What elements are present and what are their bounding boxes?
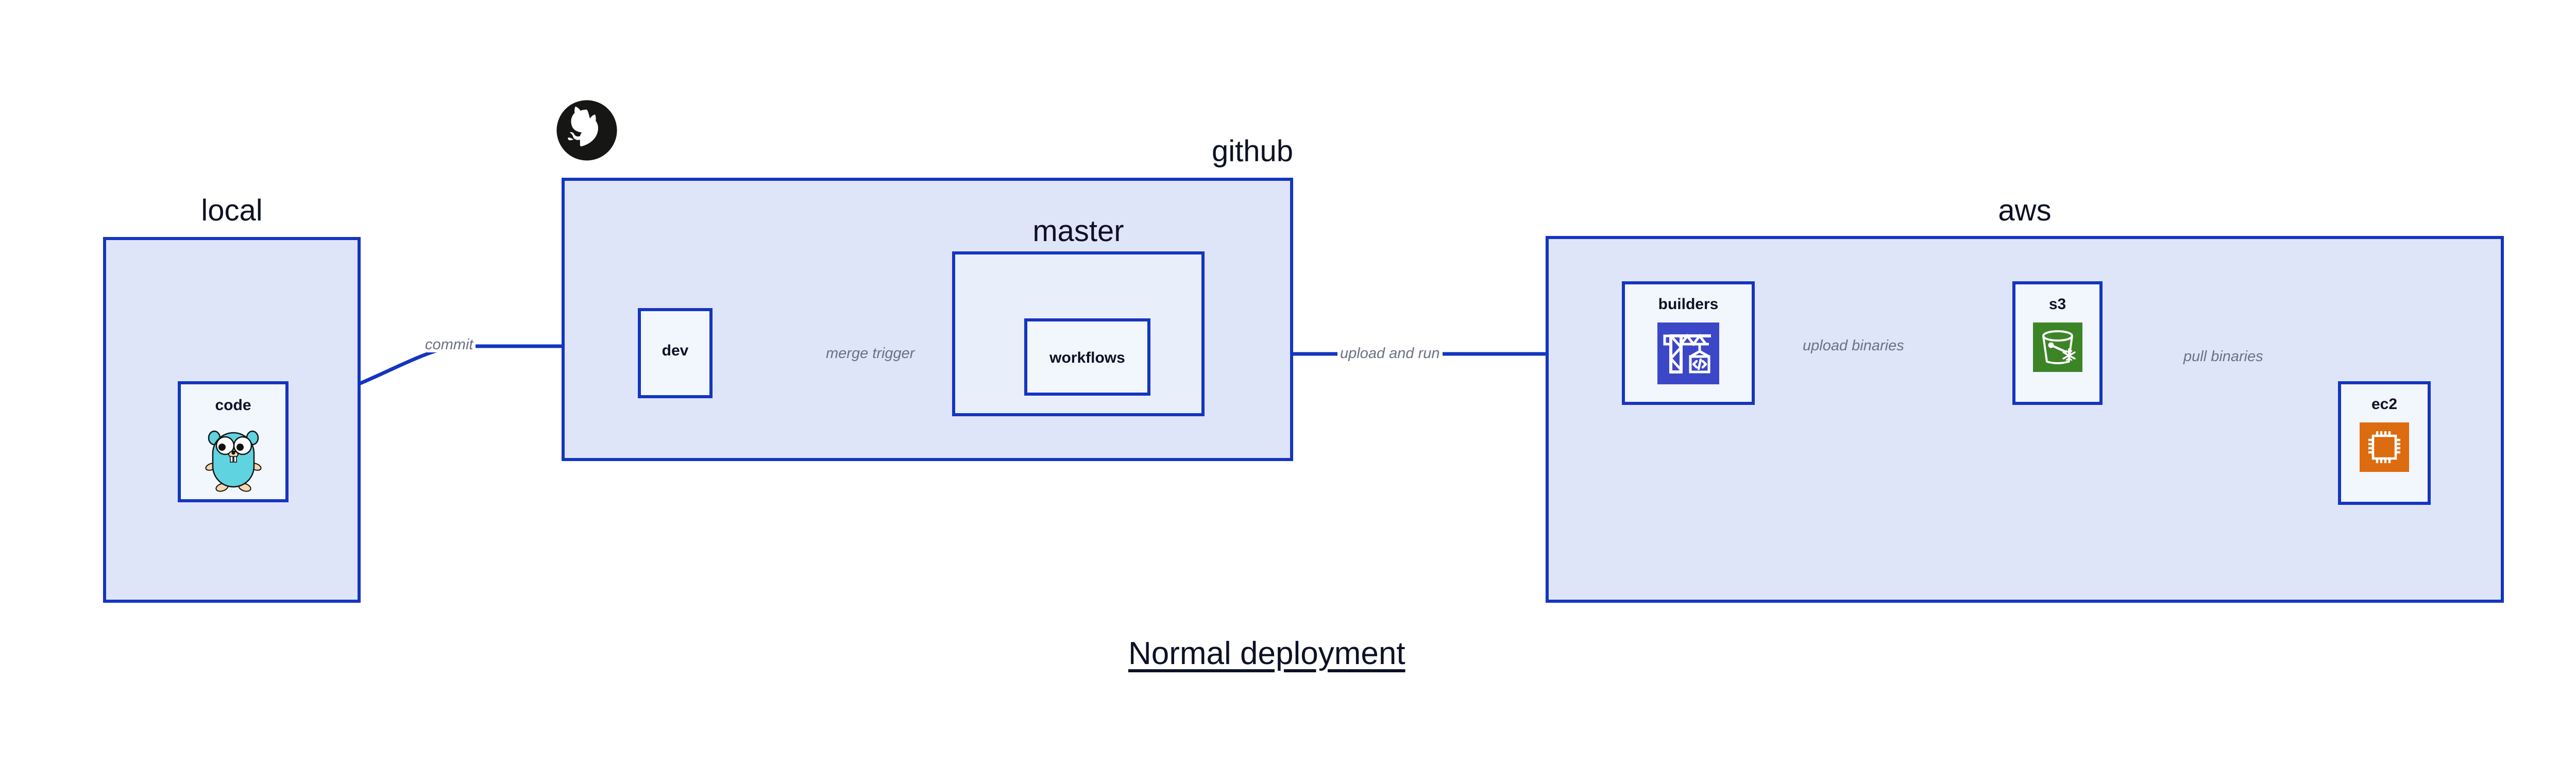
edge-label-pull-binaries: pull binaries	[2181, 349, 2266, 364]
edge-label-commit: commit	[422, 337, 476, 352]
node-label-builders: builders	[1658, 296, 1719, 313]
group-label-aws: aws	[1998, 194, 2052, 227]
node-builders[interactable]: builders	[1622, 281, 1755, 405]
node-label-s3: s3	[2048, 296, 2066, 313]
aws-ec2-chip-icon	[2360, 422, 2409, 472]
node-label-code: code	[215, 397, 251, 414]
diagram-title: Normal deployment	[1128, 636, 1405, 671]
edge-label-upload-and-run: upload and run	[1337, 346, 1443, 361]
node-ec2[interactable]: ec2	[2338, 381, 2431, 505]
node-dev[interactable]: dev	[638, 308, 713, 398]
github-octocat-icon	[555, 99, 618, 162]
aws-codebuild-icon	[1657, 322, 1719, 384]
node-workflows[interactable]: workflows	[1024, 318, 1150, 396]
edge-label-upload-binaries: upload binaries	[1800, 338, 1907, 353]
group-label-github: github	[1211, 134, 1293, 168]
group-label-local: local	[201, 194, 263, 227]
node-code[interactable]: code	[178, 381, 289, 502]
subgroup-label-master: master	[1032, 214, 1124, 248]
go-gopher-icon	[205, 425, 262, 493]
aws-s3-bucket-icon	[2032, 322, 2082, 372]
node-label-ec2: ec2	[2371, 396, 2398, 413]
node-label-workflows: workflows	[1049, 349, 1125, 366]
node-label-dev: dev	[662, 342, 689, 359]
node-s3[interactable]: s3	[2012, 281, 2103, 405]
edge-label-merge-trigger: merge trigger	[823, 346, 918, 361]
